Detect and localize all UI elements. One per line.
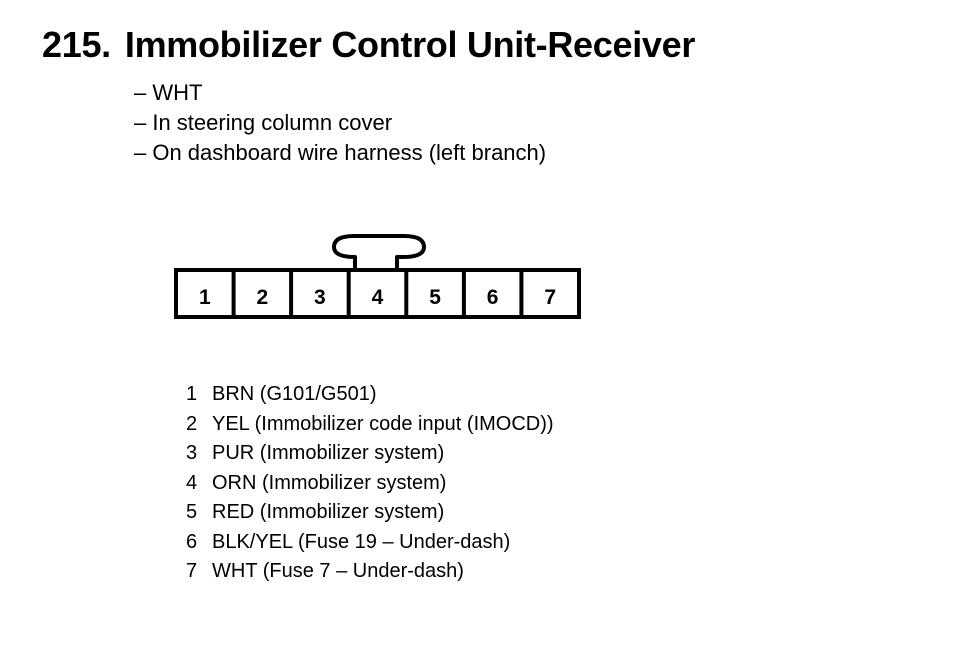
legend-row-6: 6 BLK/YEL (Fuse 19 – Under-dash) xyxy=(186,528,554,558)
legend-wire-description: BRN (G101/G501) xyxy=(212,383,377,405)
pin-label-7: 7 xyxy=(544,286,556,309)
pin-legend: 1 BRN (G101/G501) 2 YEL (Immobilizer code … xyxy=(186,380,554,587)
legend-wire-description: RED (Immobilizer system) xyxy=(212,501,445,523)
legend-pin-number: 4 xyxy=(186,471,198,494)
connector-body xyxy=(174,268,581,319)
legend-pin-number: 3 xyxy=(186,442,198,464)
legend-pin-number: 6 xyxy=(186,530,198,553)
pin-label-1: 1 xyxy=(199,286,211,309)
pin-label-4: 4 xyxy=(372,286,384,309)
note-harness: – On dashboard wire harness (left branch… xyxy=(134,140,547,165)
legend-pin-number: 7 xyxy=(186,560,198,582)
pin-label-5: 5 xyxy=(429,286,441,309)
legend-wire-description: YEL (Immobilizer code input (IMOCD)) xyxy=(212,412,554,435)
note-color: – WHT xyxy=(134,80,203,105)
page-title: 215. Immobilizer Control Unit-Receiver xyxy=(42,24,695,66)
legend-row-1: 1 BRN (G101/G501) xyxy=(186,380,554,410)
legend-pin-number: 2 xyxy=(186,412,198,435)
pin-label-3: 3 xyxy=(314,286,326,309)
note-location: – In steering column cover xyxy=(134,110,393,135)
legend-wire-description: BLK/YEL (Fuse 19 – Under-dash) xyxy=(212,530,511,553)
legend-pin-number: 5 xyxy=(186,501,198,523)
connector-lock-tab xyxy=(332,234,426,270)
legend-wire-description: WHT (Fuse 7 – Under-dash) xyxy=(212,560,464,582)
component-number: 215. xyxy=(42,24,111,65)
component-name: Immobilizer Control Unit-Receiver xyxy=(124,24,696,65)
pin-label-2: 2 xyxy=(257,286,269,309)
legend-row-7: 7 WHT (Fuse 7 – Under-dash) xyxy=(186,557,554,587)
legend-row-3: 3 PUR (Immobilizer system) xyxy=(186,439,554,469)
legend-row-2: 2 YEL (Immobilizer code input (IMOCD)) xyxy=(186,410,554,440)
pin-label-6: 6 xyxy=(487,286,499,309)
legend-wire-description: ORN (Immobilizer system) xyxy=(212,471,447,494)
connector-diagram: 1 2 3 4 5 6 7 xyxy=(174,234,581,319)
legend-pin-number: 1 xyxy=(186,383,198,405)
legend-row-5: 5 RED (Immobilizer system) xyxy=(186,498,554,528)
legend-row-4: 4 ORN (Immobilizer system) xyxy=(186,469,554,499)
component-notes: – WHT – In steering column cover – On da… xyxy=(134,78,546,168)
legend-wire-description: PUR (Immobilizer system) xyxy=(212,442,445,464)
